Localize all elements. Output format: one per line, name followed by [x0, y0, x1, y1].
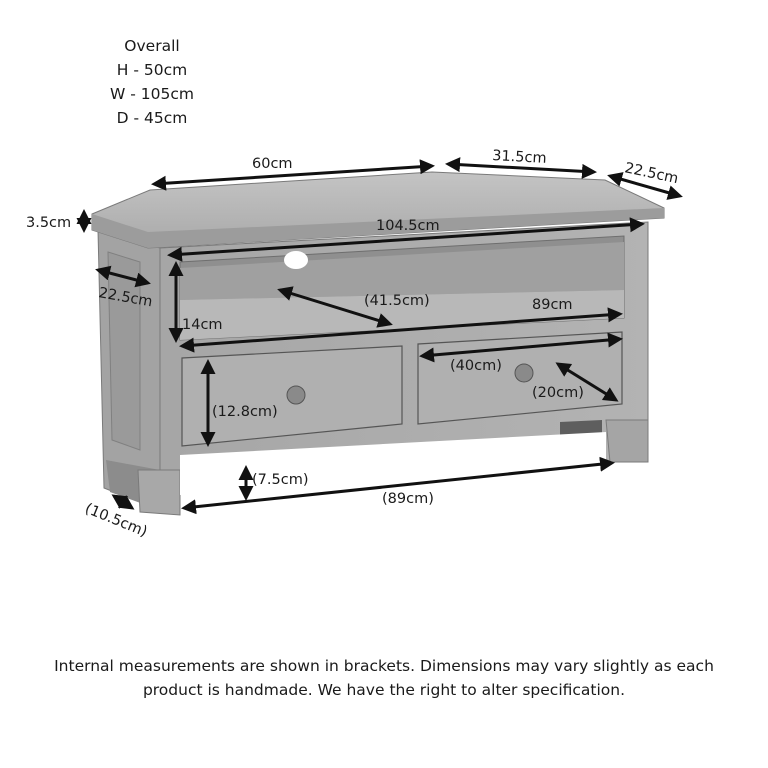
overall-depth: D - 45cm [116, 109, 188, 127]
label-front-width: 104.5cm [376, 218, 440, 234]
label-shelf-diagonal: (41.5cm) [364, 293, 430, 309]
drawer-knob-icon [286, 385, 306, 405]
overall-height: H - 50cm [116, 61, 188, 79]
dimension-arrows [76, 157, 683, 515]
label-drawer-width: (40cm) [450, 358, 502, 374]
label-top-back-right-edge: 31.5cm [492, 148, 547, 167]
label-top-thickness: 3.5cm [26, 215, 71, 231]
cable-hole [284, 251, 308, 269]
drawer-knob-icon [514, 363, 534, 383]
label-top-left-edge: 60cm [252, 156, 293, 172]
label-leg-clearance: (7.5cm) [252, 472, 308, 488]
overall-title: Overall [124, 37, 180, 55]
label-base-width: (89cm) [382, 491, 434, 507]
label-drawer-height: (12.8cm) [212, 404, 278, 420]
footnote-line-1: Internal measurements are shown in brack… [54, 657, 714, 675]
footnote-line-2: product is handmade. We have the right t… [142, 681, 626, 699]
label-shelf-width: 89cm [532, 297, 573, 313]
overall-width: W - 105cm [110, 85, 194, 103]
overall-dimensions: Overall H - 50cm W - 105cm D - 45cm [92, 34, 212, 130]
label-drawer-depth: (20cm) [532, 385, 584, 401]
footnote: Internal measurements are shown in brack… [20, 654, 748, 702]
label-shelf-height: 14cm [182, 317, 223, 333]
